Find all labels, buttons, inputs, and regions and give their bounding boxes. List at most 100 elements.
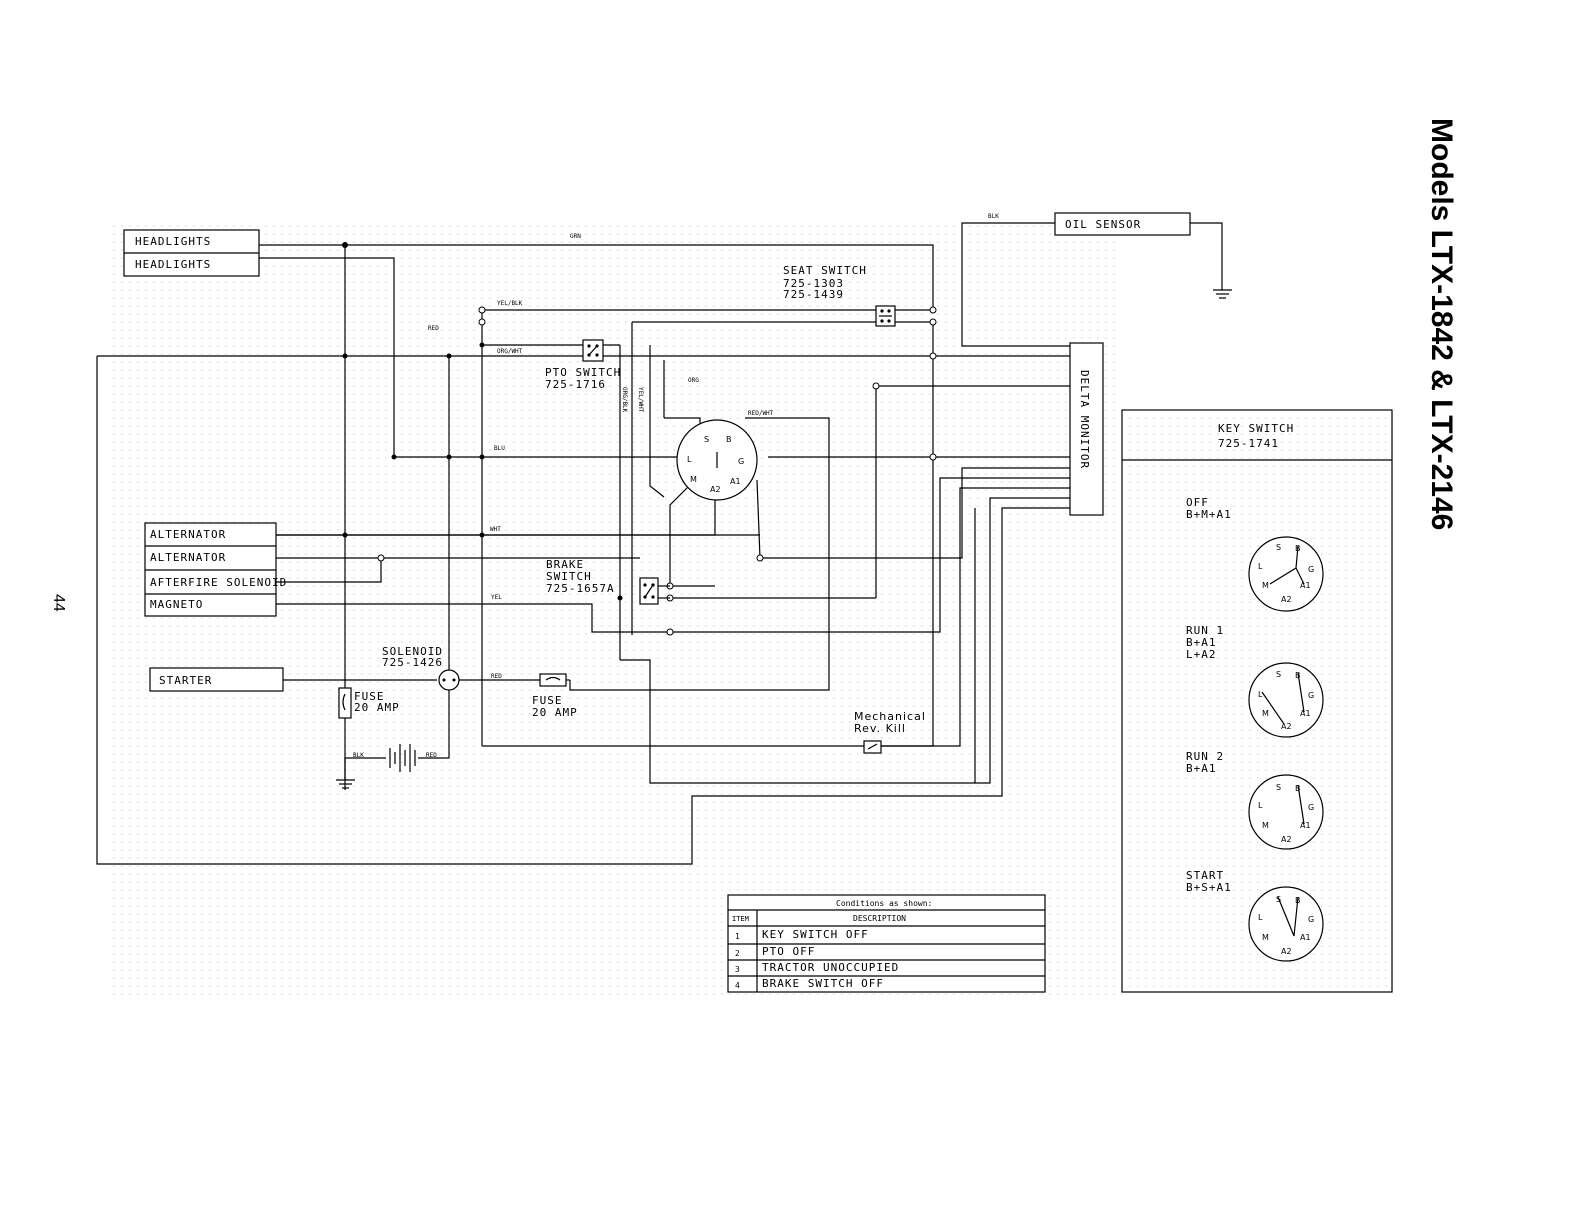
headlights-label-2: HEADLIGHTS <box>135 258 211 271</box>
ks-state-run1-desc2: L+A2 <box>1186 648 1217 661</box>
magneto-label: MAGNETO <box>150 598 203 611</box>
svg-text:A1: A1 <box>1300 933 1311 942</box>
ks-state-start: START <box>1186 869 1224 882</box>
ks-state-run2: RUN 2 <box>1186 750 1224 763</box>
svg-text:S: S <box>1276 670 1281 679</box>
conditions-row-item: 1 <box>735 932 740 941</box>
key-switch-title: KEY SWITCH <box>1218 422 1294 435</box>
svg-text:B: B <box>1295 671 1301 680</box>
alternator-label-1: ALTERNATOR <box>150 528 226 541</box>
svg-text:A1: A1 <box>1300 581 1311 590</box>
fuse-right: FUSE 20 AMP <box>532 673 578 719</box>
ign-G: G <box>738 457 744 466</box>
ign-A2: A2 <box>710 485 721 494</box>
wire-label-red-bottom: RED <box>426 752 437 759</box>
svg-text:S: S <box>1276 543 1281 552</box>
wire-label-red-mid: RED <box>491 673 502 680</box>
pto-switch-label: PTO SWITCH <box>545 366 621 379</box>
conditions-row-item: 2 <box>735 949 740 958</box>
conditions-title: Conditions as shown: <box>836 899 932 908</box>
wire-label-wht: WHT <box>490 526 501 533</box>
wire-label-blu: BLU <box>494 445 505 452</box>
svg-text:A2: A2 <box>1281 947 1292 956</box>
conditions-table: Conditions as shown: ITEM DESCRIPTION 1 … <box>727 894 1046 993</box>
conditions-row-item: 3 <box>735 965 740 974</box>
seat-switch: SEAT SWITCH 725-1303 725-1439 <box>783 264 896 327</box>
alternator-label-2: ALTERNATOR <box>150 551 226 564</box>
conditions-row-desc: KEY SWITCH OFF <box>762 928 869 941</box>
wire-label-red-wht: RED/WHT <box>748 410 774 417</box>
svg-text:G: G <box>1308 691 1314 700</box>
mech-kill-label-1: Mechanical <box>854 710 926 723</box>
ign-L: L <box>687 455 692 464</box>
delta-monitor-box: DELTA MONITOR <box>1069 342 1104 516</box>
conditions-row-desc: PTO OFF <box>762 945 815 958</box>
page-title: Models LTX-1842 & LTX-2146 <box>1425 118 1458 530</box>
fuse-right-amp: 20 AMP <box>532 706 578 719</box>
wire-label-org-blk: ORG/BLK <box>621 387 628 413</box>
ks-state-off-desc: B+M+A1 <box>1186 508 1232 521</box>
conditions-col-item: ITEM <box>732 915 749 923</box>
dot-grid-main <box>112 225 1117 995</box>
oil-sensor-label: OIL SENSOR <box>1065 218 1141 231</box>
alternator-box: ALTERNATOR ALTERNATOR AFTERFIRE SOLENOID… <box>144 522 287 617</box>
svg-text:A1: A1 <box>1300 821 1311 830</box>
solenoid-pn: 725-1426 <box>382 656 443 669</box>
svg-text:A1: A1 <box>1300 709 1311 718</box>
oil-sensor-box: OIL SENSOR <box>1054 212 1191 236</box>
svg-text:L: L <box>1258 562 1263 571</box>
ks-state-start-desc: B+S+A1 <box>1186 881 1232 894</box>
conditions-row-desc: TRACTOR UNOCCUPIED <box>762 961 899 974</box>
seat-switch-pn1: 725-1303 <box>783 277 844 290</box>
fuse-left: FUSE 20 AMP <box>338 687 400 719</box>
ks-state-run2-desc: B+A1 <box>1186 762 1217 775</box>
fuse-left-amp: 20 AMP <box>354 701 400 714</box>
seat-switch-pn2: 725-1439 <box>783 288 844 301</box>
ks-state-run1-desc: B+A1 <box>1186 636 1217 649</box>
conditions-row-desc: BRAKE SWITCH OFF <box>762 977 884 990</box>
pto-switch-pn: 725-1716 <box>545 378 606 391</box>
seat-switch-label: SEAT SWITCH <box>783 264 867 277</box>
svg-text:M: M <box>1262 821 1269 830</box>
wire-label-blk-top: BLK <box>988 213 999 220</box>
headlights-label-1: HEADLIGHTS <box>135 235 211 248</box>
delta-monitor-label: DELTA MONITOR <box>1078 370 1091 469</box>
brake-switch-label-2: SWITCH <box>546 570 592 583</box>
ignition-switch: S B L G M A1 A2 <box>676 419 758 501</box>
mechanical-kill-switch: Mechanical Rev. Kill <box>854 710 926 754</box>
conditions-row-item: 4 <box>735 981 740 990</box>
conditions-col-desc: DESCRIPTION <box>853 914 906 923</box>
svg-text:B: B <box>1295 784 1301 793</box>
wire-label-red-top: RED <box>428 325 439 332</box>
fuse-left-label: FUSE <box>354 690 385 703</box>
ign-A1: A1 <box>730 477 741 486</box>
svg-text:M: M <box>1262 709 1269 718</box>
headlights-box: HEADLIGHTS HEADLIGHTS <box>123 229 260 277</box>
solenoid: SOLENOID 725-1426 <box>382 645 460 691</box>
ign-S: S <box>704 435 709 444</box>
page-number: 44 <box>50 594 67 612</box>
wire-label-yel-wht: YEL/WHT <box>637 387 644 413</box>
svg-text:M: M <box>1262 933 1269 942</box>
wire-label-grn: GRN <box>570 233 581 240</box>
wires <box>96 222 1232 865</box>
starter-box: STARTER <box>149 667 284 692</box>
wire-label-blk-bottom: BLK <box>353 752 364 759</box>
battery <box>389 744 416 772</box>
svg-text:S: S <box>1276 783 1281 792</box>
pto-switch: PTO SWITCH 725-1716 <box>545 339 621 391</box>
brake-switch-pn: 725-1657A <box>546 582 615 595</box>
svg-text:M: M <box>1262 581 1269 590</box>
afterfire-label: AFTERFIRE SOLENOID <box>150 576 287 589</box>
wire-label-yel: YEL <box>491 594 502 601</box>
wire-labels: GRN BLK YEL/BLK RED ORG/WHT ORG RED/WHT … <box>353 213 999 759</box>
svg-text:L: L <box>1258 913 1263 922</box>
wire-label-org-wht: ORG/WHT <box>497 348 523 355</box>
wire-label-yel-blk: YEL/BLK <box>497 300 523 307</box>
